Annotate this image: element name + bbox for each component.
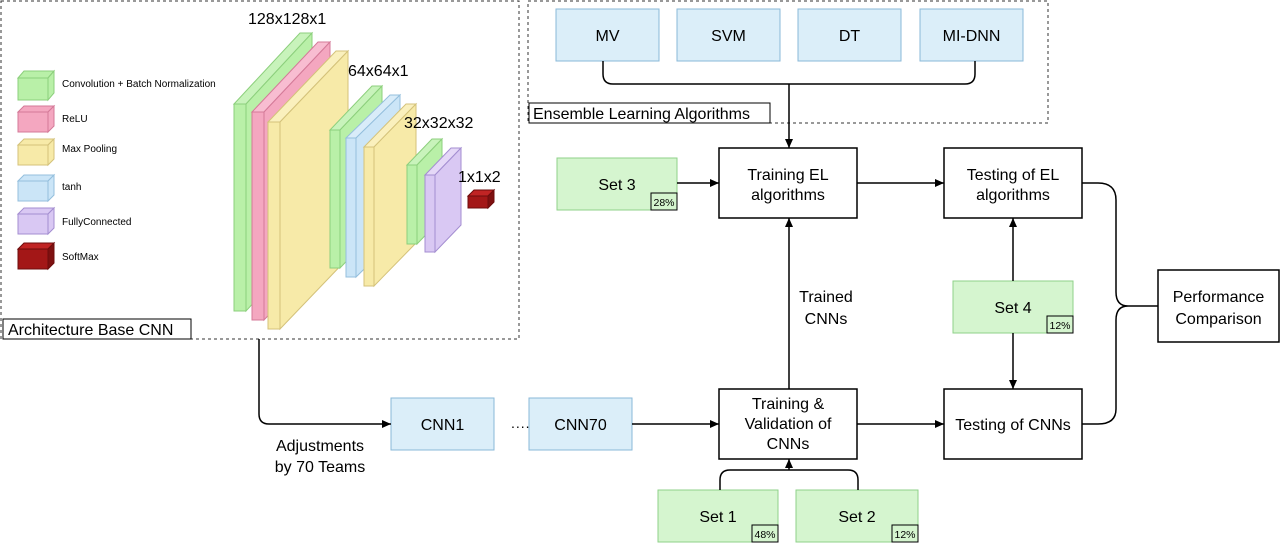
set1-pct: 48% (754, 529, 775, 541)
edge-label-adjust-1: Adjustments (276, 438, 364, 455)
legend-item-tanh: tanh (16, 173, 81, 203)
ensemble-bracket (602, 61, 976, 85)
svg-text:Testing of CNNs: Testing of CNNs (955, 417, 1071, 434)
algo-svm: SVM (676, 8, 781, 62)
svg-text:Validation of: Validation of (745, 416, 832, 433)
architecture-label-box (2, 318, 192, 340)
edge-label-adjust-2: by 70 Teams (275, 459, 365, 476)
layer-maxpool-2 (362, 102, 418, 288)
svg-text:Set 1: Set 1 (699, 509, 736, 526)
dim-label-3: 32x32x32 (404, 115, 473, 132)
svg-text:CNN70: CNN70 (554, 417, 607, 434)
svg-text:Set 3: Set 3 (598, 177, 635, 194)
ensemble-label-box (528, 102, 771, 124)
edges (258, 179, 1158, 490)
ensemble-label: Ensemble Learning Algorithms (533, 106, 750, 123)
architecture-label: Architecture Base CNN (8, 322, 173, 339)
svg-text:Set 2: Set 2 (838, 509, 875, 526)
legend-label-tanh: tanh (62, 182, 81, 193)
cnn1-box: CNN1 (390, 397, 495, 451)
algo-midnn: MI-DNN (919, 8, 1024, 62)
svg-text:CNN1: CNN1 (421, 417, 465, 434)
performance-box: Performance Comparison (1157, 269, 1280, 343)
layer-fc-3 (423, 146, 463, 254)
legend-label-softmax: SoftMax (62, 252, 99, 263)
legend: Convolution + Batch Normalization ReLU M… (16, 69, 216, 271)
testing-cnns-box: Testing of CNNs (943, 388, 1083, 460)
legend-label-maxpool: Max Pooling (62, 144, 117, 155)
set2-box: Set 2 12% (795, 489, 919, 543)
svg-text:Performance: Performance (1173, 289, 1265, 306)
svg-text:Training &: Training & (752, 396, 825, 413)
svg-text:algorithms: algorithms (976, 187, 1050, 204)
set4-box: Set 4 12% (952, 280, 1074, 334)
legend-label-relu: ReLU (62, 114, 88, 125)
dim-label-1: 128x128x1 (248, 11, 326, 28)
testing-el-box: Testing of EL algorithms (943, 147, 1083, 219)
legend-item-fc: FullyConnected (16, 206, 131, 236)
architecture-container (0, 0, 520, 340)
layer-softmax (466, 188, 496, 210)
set4-pct: 12% (1049, 320, 1070, 332)
svg-text:Training EL: Training EL (747, 167, 828, 184)
algo-dt: DT (797, 8, 902, 62)
svg-text:MV: MV (596, 28, 620, 45)
legend-label-conv: Convolution + Batch Normalization (62, 79, 216, 90)
ensemble-container (527, 0, 1049, 124)
legend-item-relu: ReLU (16, 104, 88, 134)
svg-text:SVM: SVM (711, 28, 746, 45)
edge-label-trained-2: CNNs (805, 311, 848, 328)
set3-box: Set 3 28% (556, 157, 678, 211)
algo-mv: MV (555, 8, 660, 62)
svg-text:MI-DNN: MI-DNN (943, 28, 1001, 45)
svg-text:Set 4: Set 4 (994, 300, 1031, 317)
svg-text:DT: DT (839, 28, 861, 45)
set3-pct: 28% (653, 197, 674, 209)
training-validation-box: Training & Validation of CNNs (718, 388, 858, 460)
cnn70-box: CNN70 (528, 397, 633, 451)
svg-text:CNNs: CNNs (767, 436, 810, 453)
set1-box: Set 1 48% (657, 489, 779, 543)
training-el-box: Training EL algorithms (718, 147, 858, 219)
legend-item-maxpool: Max Pooling (16, 137, 117, 167)
dim-label-4: 1x1x2 (458, 169, 501, 186)
legend-item-conv: Convolution + Batch Normalization (16, 69, 216, 102)
svg-text:Comparison: Comparison (1175, 311, 1261, 328)
legend-item-softmax: SoftMax (16, 241, 99, 271)
set2-pct: 12% (894, 529, 915, 541)
edge-label-trained-1: Trained (799, 289, 853, 306)
legend-label-fc: FullyConnected (62, 217, 131, 228)
cnn-layers: 128x128x1 64x64x1 (232, 11, 501, 331)
dim-label-2: 64x64x1 (348, 63, 409, 80)
svg-text:algorithms: algorithms (751, 187, 825, 204)
svg-text:Testing of EL: Testing of EL (967, 167, 1060, 184)
